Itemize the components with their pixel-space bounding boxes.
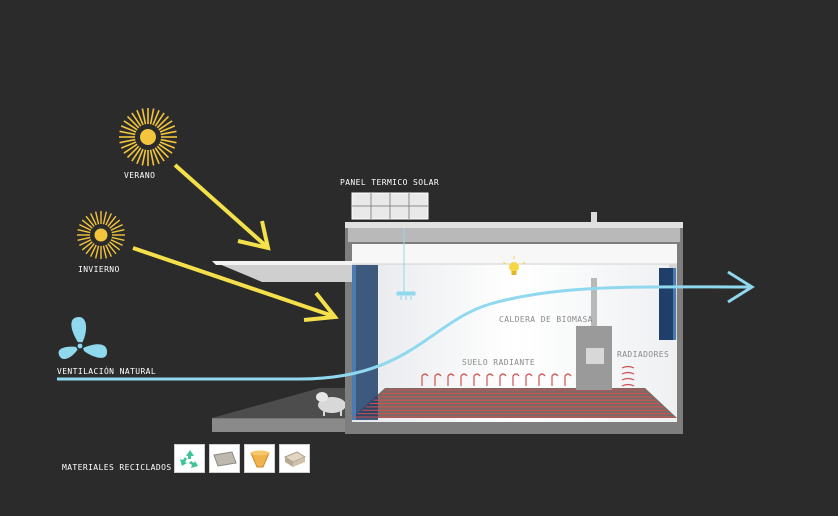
material-tile-insulation — [279, 444, 310, 473]
floor-heating-label: SUELO RADIANTE — [462, 358, 536, 367]
materials-row — [174, 444, 310, 473]
insulation-panel-icon — [283, 450, 306, 467]
summer-ray-arrow — [173, 163, 271, 251]
winter-label: INVIERNO — [78, 265, 120, 274]
winter-sun-icon — [77, 211, 125, 259]
radiator-icon — [621, 365, 635, 387]
summer-sun-icon — [119, 108, 177, 166]
sheep-icon — [316, 392, 346, 416]
ventilation-label: VENTILACIÓN NATURAL — [57, 367, 157, 376]
light-bulb-icon — [502, 256, 526, 275]
recycle-icon — [179, 449, 198, 468]
cone-icon — [249, 450, 270, 467]
solar-panel-label: PANEL TERMICO SOLAR — [340, 178, 440, 187]
radiators-label: RADIADORES — [617, 350, 670, 359]
fan-icon — [58, 316, 108, 360]
material-tile-recycle — [174, 444, 205, 473]
floor-heating-pattern — [354, 389, 675, 418]
boiler-label: CALDERA DE BIOMASA — [499, 315, 593, 324]
shower-icon — [396, 228, 416, 300]
summer-label: VERANO — [124, 171, 156, 180]
biomass-boiler-icon — [576, 278, 612, 390]
materials-label: MATERIALES RECICLADOS — [62, 463, 172, 472]
material-tile-cone — [244, 444, 275, 473]
solar-panel-icon — [351, 192, 429, 220]
floor-heating-coils — [421, 373, 572, 386]
ventilation-flow-arrow — [57, 270, 755, 381]
material-tile-board — [209, 444, 240, 473]
winter-ray-arrow — [132, 246, 339, 322]
board-icon — [212, 450, 237, 467]
